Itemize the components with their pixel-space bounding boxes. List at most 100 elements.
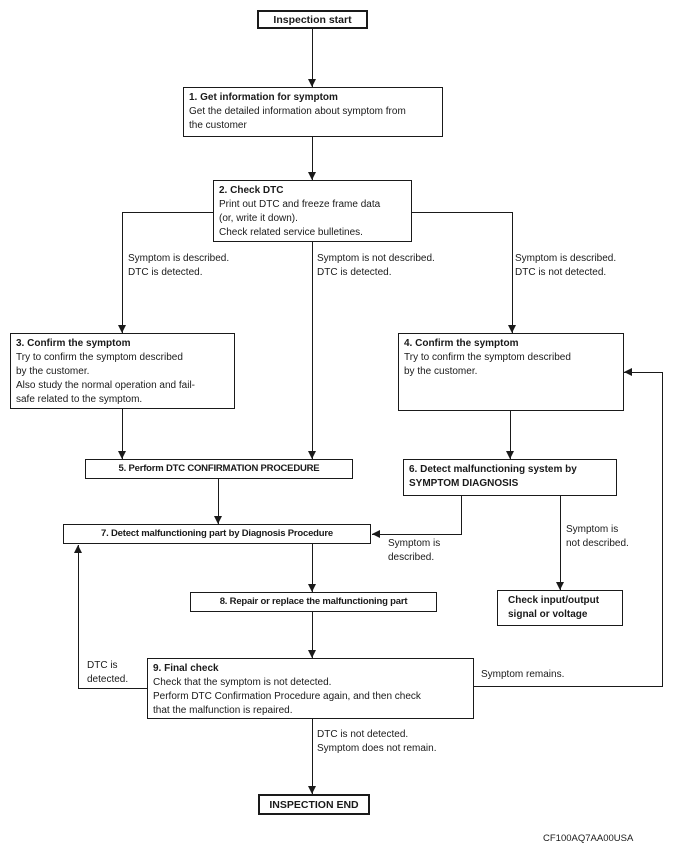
step3-title: 3. Confirm the symptom: [16, 338, 131, 349]
edge-label-right-branch-line2: DTC is not detected.: [515, 267, 607, 278]
node-step4: 4. Confirm the symptom Try to confirm th…: [398, 333, 624, 411]
node-step5: 5. Perform DTC CONFIRMATION PROCEDURE: [85, 459, 353, 479]
node-step6: 6. Detect malfunctioning system by SYMPT…: [403, 459, 617, 496]
check-io-line2: signal or voltage: [508, 609, 588, 620]
node-step1: 1. Get information for symptom Get the d…: [183, 87, 443, 137]
edge-label-symptom-not-described-line1: Symptom is: [566, 524, 619, 535]
step1-line1: Get the detailed information about sympt…: [189, 106, 406, 117]
step3-line2: by the customer.: [16, 366, 90, 377]
edge-label-left-branch-line2: DTC is detected.: [128, 267, 203, 278]
step6-title1: 6. Detect malfunctioning system by: [409, 464, 577, 475]
connector-step9-end: [312, 719, 313, 794]
arrowhead-into-step6-icon: [506, 451, 514, 459]
step3-line1: Try to confirm the symptom described: [16, 352, 183, 363]
arrowhead-into-end-icon: [308, 786, 316, 794]
step2-line3: Check related service bulletines.: [219, 227, 363, 238]
step9-title: 9. Final check: [153, 663, 219, 674]
arrowhead-into-step5-left-icon: [118, 451, 126, 459]
step2-line1: Print out DTC and freeze frame data: [219, 199, 381, 210]
step4-title: 4. Confirm the symptom: [404, 338, 519, 349]
connector-step6-step7-v: [461, 496, 462, 534]
node-inspection-end: INSPECTION END: [258, 794, 370, 815]
feedback-step9-step7-v: [78, 545, 79, 688]
step1-title: 1. Get information for symptom: [189, 92, 338, 103]
node-check-io: Check input/output signal or voltage: [497, 590, 623, 626]
node-step9: 9. Final check Check that the symptom is…: [147, 658, 474, 719]
inspection-start-label: Inspection start: [273, 13, 352, 26]
step2-line2: (or, write it down).: [219, 213, 298, 224]
feedback-step9-step7-h: [78, 688, 147, 689]
arrowhead-into-step4-feedback-icon: [624, 368, 632, 376]
step3-line3: Also study the normal operation and fail…: [16, 380, 195, 391]
edge-label-dtc-detected-line2: detected.: [87, 674, 129, 685]
arrowhead-into-step3-icon: [118, 325, 126, 333]
edge-label-right-branch-line1: Symptom is described.: [515, 253, 617, 264]
step9-line3: that the malfunction is repaired.: [153, 705, 293, 716]
edge-label-mid-branch-line1: Symptom is not described.: [317, 253, 435, 264]
arrowhead-into-step2-icon: [308, 172, 316, 180]
step3-line4: safe related to the symptom.: [16, 394, 143, 405]
node-step8: 8. Repair or replace the malfunctioning …: [190, 592, 437, 612]
edge-label-symptom-remains-line1: Symptom remains.: [481, 669, 565, 680]
edge-label-dtc-detected-line1: DTC is: [87, 660, 118, 671]
edge-label-symptom-remains: Symptom remains.: [481, 668, 564, 682]
step4-line2: by the customer.: [404, 366, 478, 377]
edge-label-end-branch-line2: Symptom does not remain.: [317, 743, 437, 754]
feedback-step9-step4-h: [474, 686, 663, 687]
connector-step6-step7-h: [372, 534, 462, 535]
arrowhead-into-step5-mid-icon: [308, 451, 316, 459]
edge-label-mid-branch-line2: DTC is detected.: [317, 267, 392, 278]
edge-label-right-branch: Symptom is described. DTC is not detecte…: [515, 252, 616, 280]
edge-label-symptom-not-described-line2: not described.: [566, 538, 629, 549]
edge-label-symptom-described-line1: Symptom is: [388, 538, 441, 549]
step5-title: 5. Perform DTC CONFIRMATION PROCEDURE: [118, 463, 320, 474]
arrowhead-into-step8-icon: [308, 584, 316, 592]
step6-title2: SYMPTOM DIAGNOSIS: [409, 478, 519, 489]
feedback-step9-step4-v: [662, 372, 663, 686]
arrowhead-into-step7-top-icon: [214, 516, 222, 524]
node-inspection-start: Inspection start: [257, 10, 368, 29]
step2-title: 2. Check DTC: [219, 185, 284, 196]
edge-label-end-branch-line1: DTC is not detected.: [317, 729, 409, 740]
connector-step6-checkio: [560, 496, 561, 590]
connector-step7-step8: [312, 544, 313, 592]
edge-label-left-branch-line1: Symptom is described.: [128, 253, 230, 264]
edge-label-symptom-not-described: Symptom is not described.: [566, 523, 629, 551]
connector-step4-step6: [510, 411, 511, 459]
figure-code: CF100AQ7AA00USA: [543, 833, 634, 844]
arrowhead-into-step4-icon: [508, 325, 516, 333]
connector-step2-step3-h: [122, 212, 213, 213]
step4-line1: Try to confirm the symptom described: [404, 352, 571, 363]
edge-label-symptom-described-line2: described.: [388, 552, 435, 563]
inspection-end-label: INSPECTION END: [269, 798, 359, 811]
step9-line1: Check that the symptom is not detected.: [153, 677, 332, 688]
step9-line2: Perform DTC Confirmation Procedure again…: [153, 691, 421, 702]
step1-line2: the customer: [189, 120, 247, 131]
edge-label-dtc-detected: DTC is detected.: [87, 659, 128, 687]
node-step3: 3. Confirm the symptom Try to confirm th…: [10, 333, 235, 409]
arrowhead-into-step7-bottom-icon: [74, 545, 82, 553]
connector-step2-step5-v: [312, 242, 313, 459]
arrowhead-into-step9-icon: [308, 650, 316, 658]
connector-step5-step7: [218, 479, 219, 524]
connector-step2-step4-v: [512, 212, 513, 333]
arrowhead-into-checkio-icon: [556, 582, 564, 590]
edge-label-left-branch: Symptom is described. DTC is detected.: [128, 252, 229, 280]
connector-step2-step4-h: [412, 212, 512, 213]
node-step2: 2. Check DTC Print out DTC and freeze fr…: [213, 180, 412, 242]
step8-title: 8. Repair or replace the malfunctioning …: [219, 596, 408, 607]
connector-step2-step3-v: [122, 212, 123, 333]
step7-title: 7. Detect malfunctioning part by Diagnos…: [101, 528, 333, 539]
edge-label-mid-branch: Symptom is not described. DTC is detecte…: [317, 252, 435, 280]
arrowhead-into-step1-icon: [308, 79, 316, 87]
connector-start-step1: [312, 29, 313, 87]
arrowhead-into-step7-right-icon: [372, 530, 380, 538]
node-step7: 7. Detect malfunctioning part by Diagnos…: [63, 524, 371, 544]
connector-step8-step9: [312, 612, 313, 658]
connector-step1-step2: [312, 137, 313, 180]
connector-step3-step5: [122, 409, 123, 459]
feedback-step9-step4-h2: [624, 372, 663, 373]
edge-label-symptom-described: Symptom is described.: [388, 537, 440, 565]
edge-label-end-branch: DTC is not detected. Symptom does not re…: [317, 728, 437, 756]
